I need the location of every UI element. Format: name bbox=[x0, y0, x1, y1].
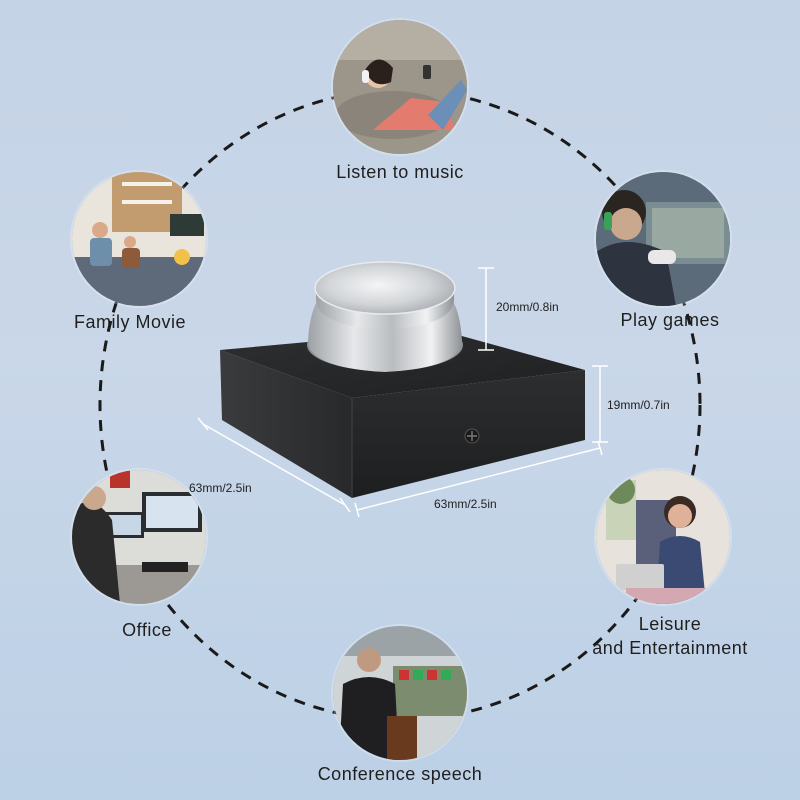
label-family-movie: Family Movie bbox=[73, 312, 186, 332]
knob-top bbox=[315, 262, 455, 314]
label-conference-speech: Conference speech bbox=[317, 764, 483, 784]
label-listen-to-music: Listen to music bbox=[336, 162, 464, 182]
leisure-photo bbox=[596, 470, 730, 604]
width-label: 63mm/2.5in bbox=[434, 497, 497, 511]
office-photo bbox=[72, 470, 206, 604]
label-play-games: Play games bbox=[620, 310, 720, 330]
device-left-face bbox=[220, 350, 352, 498]
label-leisure-entertainment: Leisure and Entertainment bbox=[592, 614, 748, 658]
width-dimension bbox=[354, 440, 603, 518]
knob-height-label: 20mm/0.8in bbox=[496, 300, 559, 314]
base-height-label: 19mm/0.7in bbox=[607, 398, 670, 412]
play-games-photo bbox=[596, 172, 730, 306]
family-movie-photo bbox=[72, 172, 206, 306]
base-height-dimension bbox=[592, 365, 608, 443]
conference-speech-photo bbox=[333, 626, 467, 760]
depth-label: 63mm/2.5in bbox=[189, 481, 252, 495]
label-office: Office bbox=[122, 620, 172, 640]
depth-dimension bbox=[197, 417, 351, 513]
knob-height-dimension bbox=[478, 267, 494, 351]
